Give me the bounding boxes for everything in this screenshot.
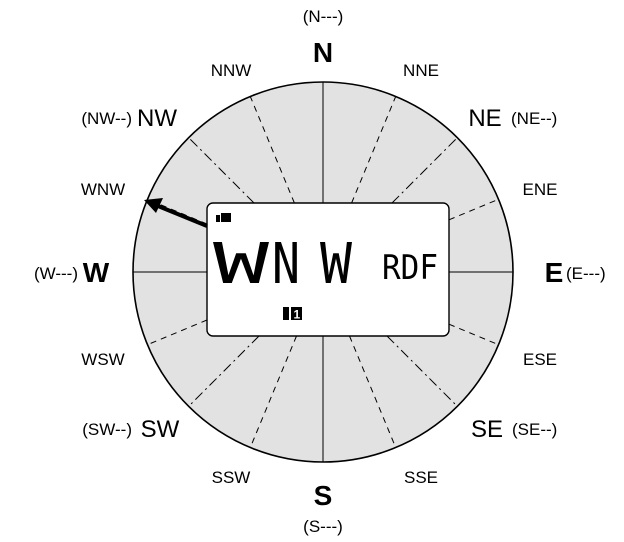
code-n: (N---)	[303, 7, 344, 26]
label-wsw: WSW	[81, 350, 124, 369]
label-wnw: WNW	[81, 180, 125, 199]
label-e: E	[545, 257, 564, 288]
code-w: (W---)	[34, 264, 78, 283]
lcd-direction-char-1: W	[213, 232, 269, 297]
label-sse: SSE	[404, 468, 438, 487]
radial-line-nw	[188, 137, 255, 204]
code-e: (E---)	[566, 264, 606, 283]
code-s: (S---)	[303, 517, 343, 536]
code-nw: (NW--)	[81, 109, 132, 128]
label-nnw: NNW	[211, 61, 252, 80]
radial-line-ene	[448, 198, 499, 221]
code-se: (SE--)	[512, 420, 557, 439]
label-ne: NE	[468, 105, 501, 132]
radial-line-sse	[349, 335, 397, 448]
label-se: SE	[471, 416, 503, 443]
radial-line-se	[386, 335, 458, 407]
label-nw: NW	[137, 105, 177, 132]
label-nne: NNE	[403, 61, 439, 80]
lcd-channel-number: 1	[294, 308, 301, 322]
lcd-direction-char-3: W	[320, 232, 352, 297]
lcd-channel-icon: 1	[283, 307, 302, 322]
arrow-icon	[144, 198, 208, 228]
lcd-direction-char-2: N	[272, 232, 300, 297]
lcd-status-icon	[216, 213, 231, 222]
lcd-display: W N W RDF 1	[206, 202, 450, 337]
code-sw: (SW--)	[82, 420, 132, 439]
label-w: W	[83, 257, 110, 288]
label-sw: SW	[141, 416, 180, 443]
radial-line-ne	[391, 137, 458, 204]
label-n: N	[313, 37, 333, 68]
radial-line-ese	[448, 323, 499, 346]
code-ne: (NE--)	[511, 109, 557, 128]
radial-line-nne	[351, 96, 397, 204]
label-s: S	[314, 480, 333, 511]
radial-line-sw	[188, 335, 260, 407]
label-ene: ENE	[523, 180, 558, 199]
label-ese: ESE	[523, 350, 557, 369]
radial-line-ssw	[249, 335, 297, 448]
compass-radials	[133, 82, 513, 462]
radial-line-nnw	[249, 96, 295, 204]
lcd-frame	[206, 202, 450, 337]
label-ssw: SSW	[212, 468, 251, 487]
lcd-mode-label: RDF	[382, 248, 438, 288]
